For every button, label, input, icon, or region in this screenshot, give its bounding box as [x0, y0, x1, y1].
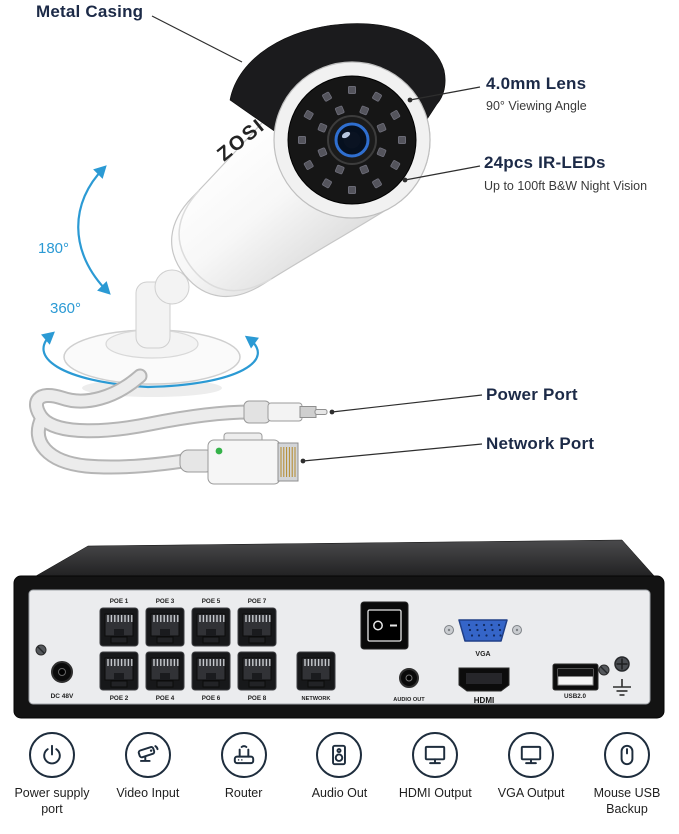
poe-label-3: POE 3 — [156, 598, 175, 605]
camera-cable — [29, 368, 258, 475]
leader-line-lens — [409, 86, 481, 101]
ir-led-label: 24pcs IR-LEDs — [484, 153, 606, 172]
legend-item-router: Router — [198, 732, 290, 817]
legend-label-hdmi-output: HDMI Output — [398, 786, 472, 800]
legend-label-vga-output: VGA Output — [497, 786, 565, 800]
poe-label-4: POE 4 — [156, 695, 175, 702]
router-icon — [220, 732, 267, 778]
ir-led-sublabel: Up to 100ft B&W Night Vision — [484, 179, 648, 193]
legend-item-audio-out: Audio Out — [293, 732, 385, 817]
ground-screw — [614, 656, 630, 672]
audio-out-jack — [399, 668, 419, 688]
cctv-camera-icon — [124, 732, 171, 778]
mouse-icon — [603, 732, 650, 778]
poe-port-5 — [191, 607, 231, 647]
poe-port-6 — [191, 651, 231, 691]
poe-label-5: POE 5 — [202, 598, 221, 605]
vga-port — [444, 619, 522, 642]
leader-line-power-port — [331, 394, 483, 413]
camera-illustration: ZOSI — [29, 15, 483, 485]
leader-line-network-port — [302, 443, 483, 462]
leader-line-ir — [404, 165, 481, 181]
hdmi-label: HDMI — [474, 696, 494, 705]
network-port-label: Network Port — [486, 434, 595, 453]
nvr-illustration: DC 48V POE 1 POE 3 POE 5 POE 7 POE 2 POE… — [13, 539, 665, 719]
dc-power-jack — [51, 661, 73, 683]
speaker-icon — [316, 732, 363, 778]
power-switch — [360, 601, 409, 650]
legend-label-mouse-usb: Mouse USB Backup — [593, 786, 661, 816]
legend-item-hdmi-output: HDMI Output — [389, 732, 481, 817]
legend-item-mouse-usb: Mouse USB Backup — [581, 732, 673, 817]
tilt-angle-label: 180° — [38, 240, 70, 257]
monitor-icon — [508, 732, 555, 778]
panel-screws — [35, 644, 610, 676]
leader-lines — [151, 15, 483, 462]
usb-label: USB2.0 — [564, 693, 587, 700]
poe-label-6: POE 6 — [202, 695, 221, 702]
pan-angle-label: 360° — [50, 300, 82, 317]
legend-label-power-supply: Power supply port — [14, 786, 90, 816]
link-led — [215, 447, 223, 455]
metal-casing-label: Metal Casing — [36, 2, 144, 21]
hdmi-port — [458, 667, 510, 692]
lens-label: 4.0mm Lens — [486, 74, 587, 93]
poe-port-7 — [237, 607, 277, 647]
poe-port-2 — [99, 651, 139, 691]
legend-item-vga-output: VGA Output — [485, 732, 577, 817]
legend-item-video-input: Video Input — [102, 732, 194, 817]
network-connector — [179, 432, 299, 485]
poe-label-7: POE 7 — [248, 598, 267, 605]
power-connector — [243, 400, 328, 424]
power-icon — [29, 732, 75, 778]
power-port-label: Power Port — [486, 385, 578, 404]
rotation-arc-360 — [41, 331, 259, 389]
port-legend: Power supply port Video Input — [0, 732, 679, 817]
audio-out-label: AUDIO OUT — [393, 697, 425, 703]
camera-mount-joint — [154, 269, 190, 305]
monitor-icon — [412, 732, 459, 778]
poe-port-4 — [145, 651, 185, 691]
poe-port-1 — [99, 607, 139, 647]
ground-symbol-icon — [613, 679, 631, 696]
dc-label: DC 48V — [51, 693, 74, 700]
usb-port — [552, 663, 599, 691]
legend-item-power-supply: Power supply port — [6, 732, 98, 817]
poe-label-1: POE 1 — [110, 598, 129, 605]
network-port — [296, 651, 336, 691]
leader-line-metal-casing — [151, 15, 243, 63]
poe-port-8 — [237, 651, 277, 691]
legend-label-router: Router — [224, 786, 263, 800]
lens-sublabel: 90° Viewing Angle — [486, 99, 587, 113]
rotation-arc-180 — [77, 165, 111, 295]
vga-label: VGA — [475, 651, 490, 658]
network-label: NETWORK — [302, 696, 331, 702]
poe-port-3 — [145, 607, 185, 647]
legend-label-video-input: Video Input — [116, 786, 180, 800]
camera-lens — [327, 115, 377, 165]
poe-label-2: POE 2 — [110, 695, 129, 702]
legend-label-audio-out: Audio Out — [311, 786, 368, 800]
leader-dots — [300, 97, 413, 464]
camera-face — [273, 61, 431, 219]
poe-label-8: POE 8 — [248, 695, 267, 702]
